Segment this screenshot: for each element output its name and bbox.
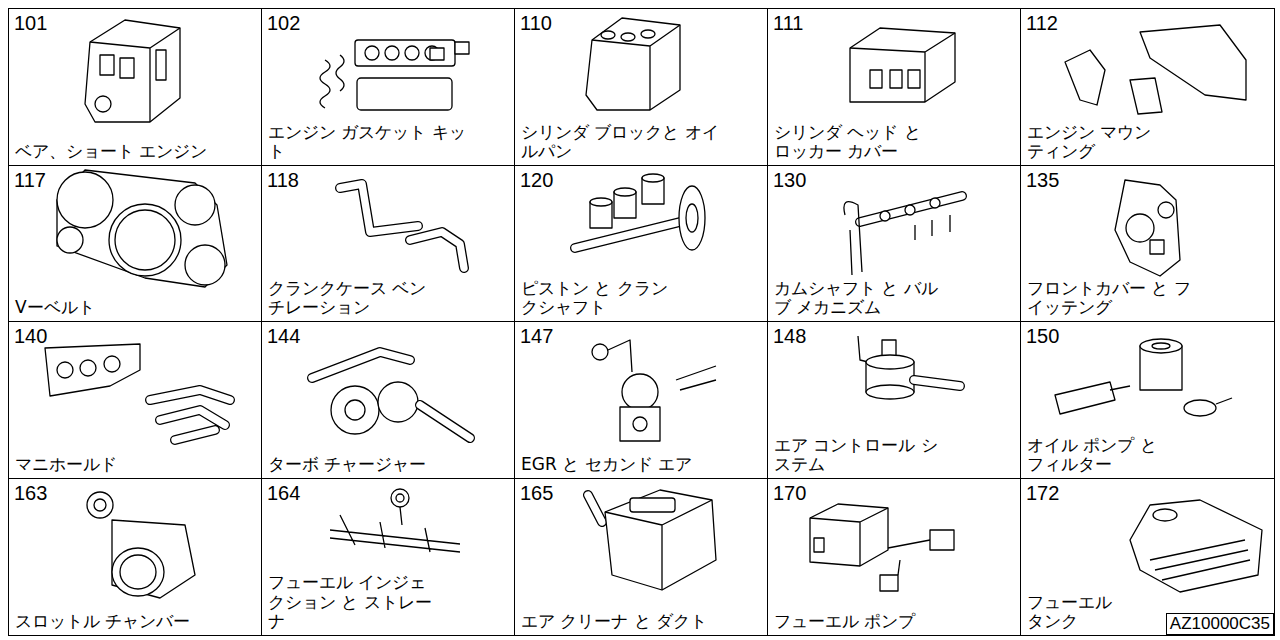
section-caption: ターボ チャージャー	[268, 455, 426, 475]
section-caption: シリンダ ヘッド と ロッカー カバー	[774, 123, 934, 162]
section-number: 118	[267, 169, 299, 191]
drawing-code: AZ10000C35	[1166, 613, 1274, 635]
section-caption: フューエル タンク	[1027, 593, 1127, 632]
catalog-cell: 150 オイル ポンプ と フィルター	[1020, 321, 1275, 479]
section-number: 135	[1026, 169, 1059, 191]
section-caption: エンジン ガスケット キット	[268, 123, 468, 162]
section-number: 101	[14, 12, 47, 34]
catalog-cell: 117Vーベルト	[8, 165, 262, 322]
section-number: 140	[14, 325, 47, 347]
section-caption: フューエル インジェクション と ストレーナ	[268, 573, 438, 632]
section-number: 147	[520, 325, 553, 347]
catalog-cell: 112 エンジン マウンティング	[1020, 8, 1275, 166]
section-caption: スロットル チャンバー	[15, 612, 190, 632]
section-caption: フューエル ポンプ	[774, 612, 915, 632]
catalog-cell: 111 シリンダ ヘッド と ロッカー カバー	[767, 8, 1021, 166]
catalog-cell: 101 ベア、ショート エンジン	[8, 8, 262, 166]
section-caption: フロントカバー と フイッテング	[1027, 279, 1197, 318]
section-caption: エア クリーナ と ダクト	[521, 612, 707, 632]
section-number: 164	[267, 482, 300, 504]
section-number: 111	[773, 12, 803, 34]
section-caption: ピストン と クランクシャフト	[521, 279, 671, 318]
section-caption: オイル ポンプ と フィルター	[1027, 436, 1177, 475]
catalog-cell: 135 フロントカバー と フイッテング	[1020, 165, 1275, 322]
catalog-cell: 102 エンジン ガスケット キット	[261, 8, 515, 166]
section-number: 172	[1026, 482, 1059, 504]
section-number: 150	[1026, 325, 1059, 347]
section-number: 130	[773, 169, 806, 191]
catalog-cell: 170 フューエル ポンプ	[767, 478, 1021, 636]
catalog-cell: 148 エア コントロール システム	[767, 321, 1021, 479]
section-number: 102	[267, 12, 300, 34]
catalog-cell: 165 エア クリーナ と ダクト	[514, 478, 768, 636]
catalog-cell: 110 シリンダ ブロックと オイルパン	[514, 8, 768, 166]
section-caption: EGR と セカンド エア	[521, 455, 692, 475]
section-caption: エンジン マウンティング	[1027, 123, 1157, 162]
section-number: 165	[520, 482, 553, 504]
section-caption: マニホールド	[15, 455, 117, 475]
section-number: 170	[773, 482, 806, 504]
catalog-cell: 147EGR と セカンド エア	[514, 321, 768, 479]
section-caption: シリンダ ブロックと オイルパン	[521, 123, 721, 162]
section-caption: ベア、ショート エンジン	[15, 142, 207, 162]
section-caption: クランクケース ベンチレーション	[268, 279, 428, 318]
section-number: 117	[14, 169, 46, 191]
section-number: 110	[520, 12, 552, 34]
section-caption: カムシャフト と バルブ メカニズム	[774, 279, 944, 318]
catalog-cell: 144 ターボ チャージャー	[261, 321, 515, 479]
catalog-cell: 130 カムシャフト と バルブ メカニズム	[767, 165, 1021, 322]
section-number: 148	[773, 325, 806, 347]
catalog-cell: 120 ピストン と クランクシャフト	[514, 165, 768, 322]
catalog-cell: 118 クランクケース ベンチレーション	[261, 165, 515, 322]
section-caption: Vーベルト	[15, 298, 95, 318]
section-number: 144	[267, 325, 300, 347]
catalog-cell: 140 マニホールド	[8, 321, 262, 479]
section-number: 112	[1026, 12, 1058, 34]
catalog-cell: 164 フューエル インジェクション と ストレーナ	[261, 478, 515, 636]
section-number: 163	[14, 482, 47, 504]
section-number: 120	[520, 169, 553, 191]
catalog-cell: 163 スロットル チャンバー	[8, 478, 262, 636]
section-caption: エア コントロール システム	[774, 436, 944, 475]
